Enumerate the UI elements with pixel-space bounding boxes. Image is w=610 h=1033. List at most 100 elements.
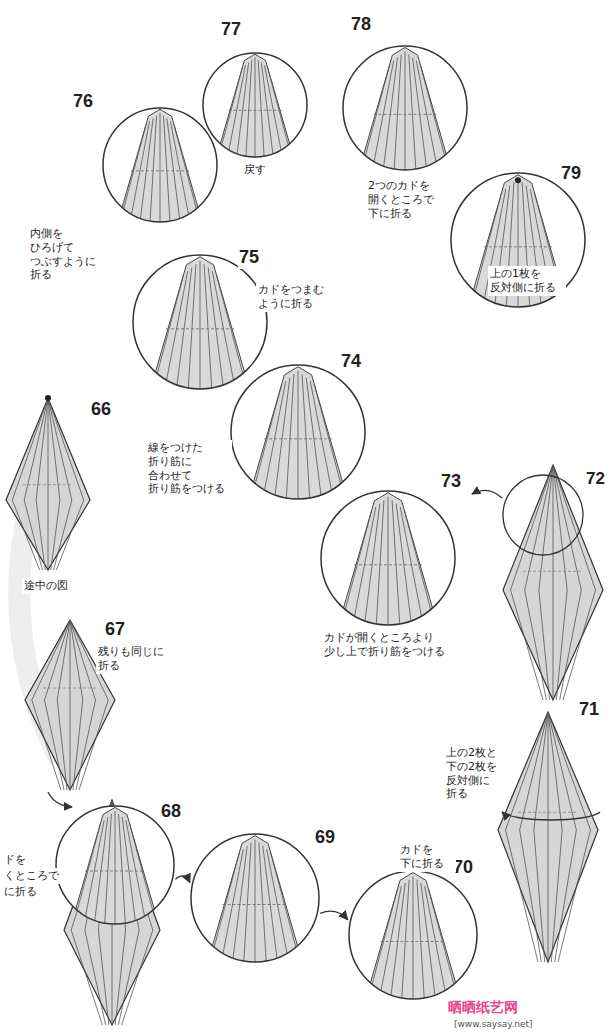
valley-line (484, 246, 552, 247)
crease-line (72, 823, 101, 931)
crease-line (188, 264, 196, 397)
crease-line (268, 68, 293, 163)
crease-line (302, 374, 310, 507)
crease-line (163, 116, 170, 229)
step-number: 75 (238, 246, 260, 269)
valley-line (131, 170, 189, 171)
crease-line (378, 886, 401, 1006)
step-circle: 782つのカドを 開くところで 下に折る (342, 45, 468, 171)
crease-line (416, 61, 439, 178)
model-outline (148, 257, 251, 397)
magnifier-circle (503, 475, 583, 555)
crease-line (394, 54, 402, 177)
crease-line (314, 384, 347, 506)
model-outline (498, 712, 598, 962)
circle-border (203, 53, 307, 157)
origami-figure (498, 712, 598, 962)
crease-line (392, 500, 400, 633)
valley-line (264, 438, 332, 439)
crease-line (553, 465, 554, 700)
circle-border (349, 871, 477, 999)
crease-line (366, 890, 397, 1007)
crease-line (267, 849, 290, 969)
circle-border (451, 173, 585, 307)
model-outline (246, 367, 349, 507)
step-circle: 74線をつけた 折り筋に 合わせて 折り筋をつける (230, 364, 366, 500)
valley-line (374, 114, 437, 115)
step-number: 71 (578, 698, 600, 721)
crease-line (421, 883, 437, 1007)
crease-line (413, 58, 428, 178)
crease-line (401, 880, 409, 1007)
crease-line (176, 268, 192, 397)
crease-line (511, 465, 554, 700)
crease-line (245, 60, 251, 163)
instruction-text: 残りも同じに 折る (96, 644, 174, 674)
step-number: 79 (560, 162, 582, 185)
crease-line (212, 271, 236, 397)
crease-line (274, 378, 290, 507)
circle-border (231, 365, 365, 499)
crease-line (261, 63, 274, 164)
crease-line (469, 192, 502, 314)
step-circle-outline (55, 805, 175, 925)
crease-line (520, 712, 548, 962)
magnified-model (116, 109, 204, 228)
step-number: 66 (90, 398, 112, 421)
crease-line (126, 820, 148, 931)
crease-line (200, 261, 201, 397)
watermark: 晒晒纸艺网 (446, 998, 520, 1018)
model-outline (206, 836, 305, 970)
origami-figure (503, 465, 603, 700)
crease-line (204, 264, 212, 397)
crease-line (174, 124, 202, 228)
model-outline (116, 109, 204, 228)
crease-line (404, 510, 437, 632)
zoom-arrow (472, 490, 502, 498)
valley-line (518, 812, 578, 813)
crease-line (258, 60, 264, 163)
model-outline (215, 54, 296, 163)
model-outline (336, 493, 439, 633)
crease-line (57, 620, 70, 790)
magnified-model (148, 257, 251, 397)
crease-line (306, 378, 322, 507)
step-number: 73 (440, 470, 462, 493)
crease-line (417, 880, 425, 1007)
crease-line (160, 113, 161, 229)
figure-note: 途中の図 (22, 578, 70, 594)
valley-line (381, 941, 446, 942)
step-circle: 69 (190, 833, 320, 963)
crease-line (548, 712, 562, 962)
crease-line (220, 849, 243, 969)
crease-line (249, 384, 282, 506)
magnified-model (69, 807, 160, 931)
valley-line (523, 571, 583, 572)
valley-line (229, 110, 282, 111)
instruction-text: カドを 下に折る (398, 842, 456, 872)
crease-line (310, 381, 334, 507)
crease-line (525, 465, 553, 700)
crease-line (261, 381, 285, 507)
crease-line (167, 119, 181, 229)
magnified-model (215, 54, 296, 163)
model-outline (466, 175, 569, 315)
crease-line (360, 64, 390, 177)
valley-line (23, 484, 73, 485)
step-number: 77 (220, 18, 242, 41)
crease-line (530, 189, 554, 315)
reference-dot (515, 177, 521, 183)
crease-line (119, 814, 126, 931)
magnified-model (466, 175, 569, 315)
step-circle-outline (132, 254, 268, 390)
crease-line (548, 712, 591, 962)
valley-line (223, 904, 288, 905)
crease-line (420, 64, 450, 177)
magnified-model (357, 48, 453, 178)
crease-line (163, 271, 187, 397)
crease-line (376, 500, 384, 633)
crease-line (232, 846, 248, 970)
step-circle-outline (190, 833, 320, 963)
crease-line (70, 620, 96, 790)
instruction-text: 線をつけた 折り筋に 合わせて 折り筋をつける (146, 440, 232, 497)
